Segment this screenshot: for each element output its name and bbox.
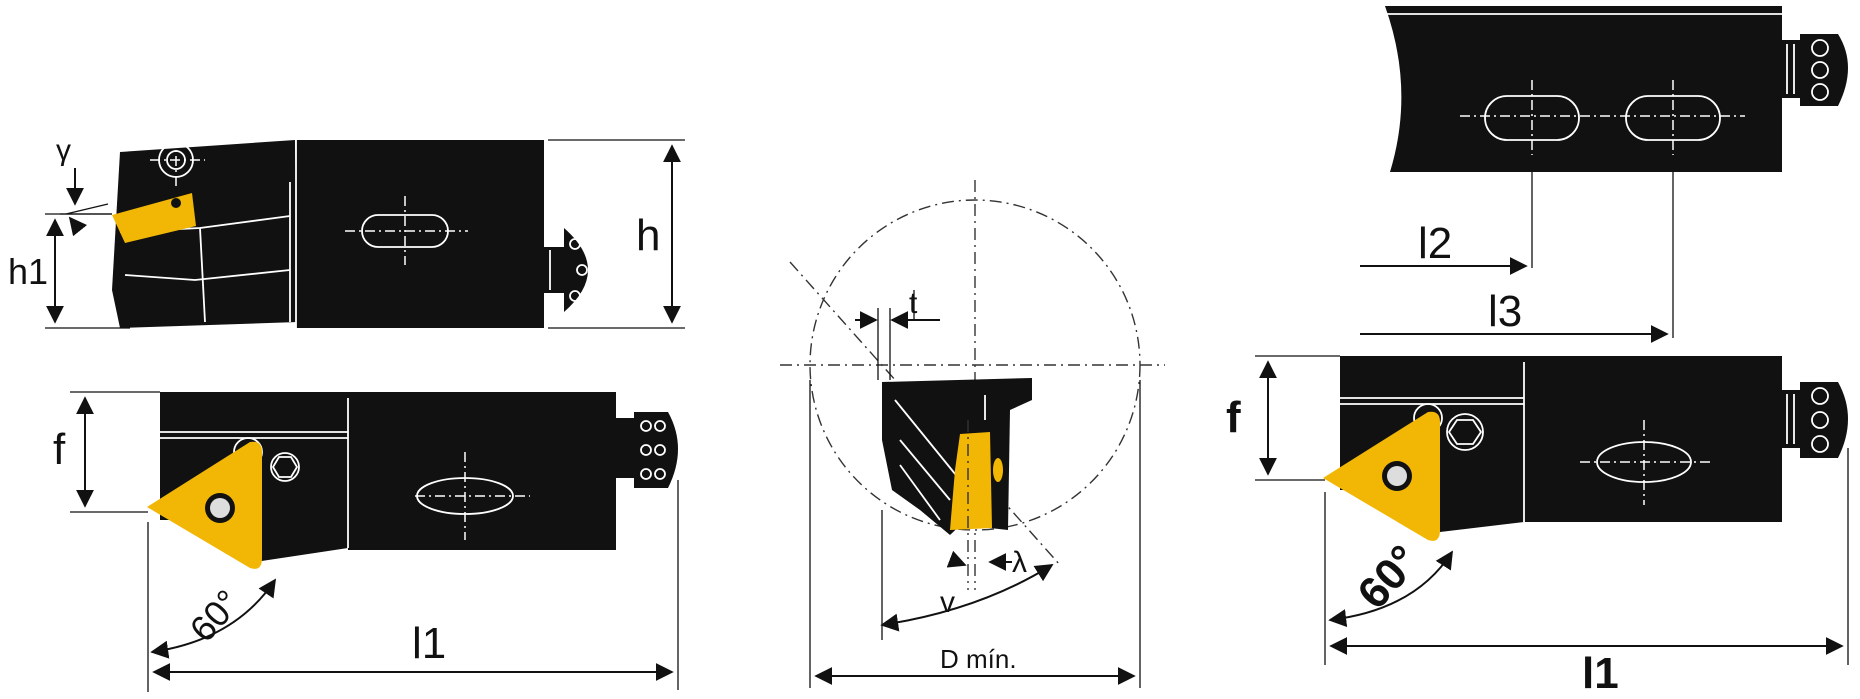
tool-top-view-left [147, 392, 678, 569]
dim-d-min: D mín. [809, 380, 1141, 688]
label-l2: l2 [1418, 219, 1452, 268]
label-l1-right: l1 [1582, 649, 1619, 694]
label-f-left: f [53, 425, 66, 474]
label-l1-left: l1 [412, 619, 446, 668]
label-angle-right: 60° [1348, 536, 1429, 618]
dim-angle-left: 60° [150, 578, 276, 659]
boring-detail [780, 180, 1165, 590]
tool-side-view [112, 136, 588, 328]
label-angle-left: 60° [181, 582, 248, 650]
label-t: t [909, 287, 918, 320]
tool-shank-top-right [1385, 6, 1848, 172]
label-l3: l3 [1488, 287, 1522, 336]
insert-boring [950, 432, 992, 530]
dim-h1: h1 [8, 213, 130, 329]
insert-top-right [1323, 411, 1440, 541]
dim-f-left: f [53, 391, 160, 513]
dim-gamma: γ [56, 134, 112, 237]
label-f-right: f [1226, 393, 1241, 442]
dim-h: h [548, 139, 685, 329]
dim-f-right: f [1226, 355, 1340, 481]
dim-l1-left: l1 [147, 480, 679, 692]
insert-top-left [147, 441, 262, 569]
label-lambda: λ [1012, 546, 1027, 579]
dim-v-lambda: v λ [880, 510, 1054, 640]
dim-t: t [855, 287, 940, 380]
label-h1: h1 [8, 251, 48, 292]
label-h: h [636, 211, 660, 260]
tool-top-view-right [1323, 356, 1848, 541]
dim-l2-l3: l2 l3 [1360, 172, 1674, 343]
dim-l1-right: l1 [1324, 448, 1849, 698]
label-v: v [940, 586, 955, 619]
label-d-min: D mín. [940, 644, 1017, 674]
dim-angle-right: 60° [1328, 536, 1453, 628]
label-gamma: γ [56, 134, 71, 167]
